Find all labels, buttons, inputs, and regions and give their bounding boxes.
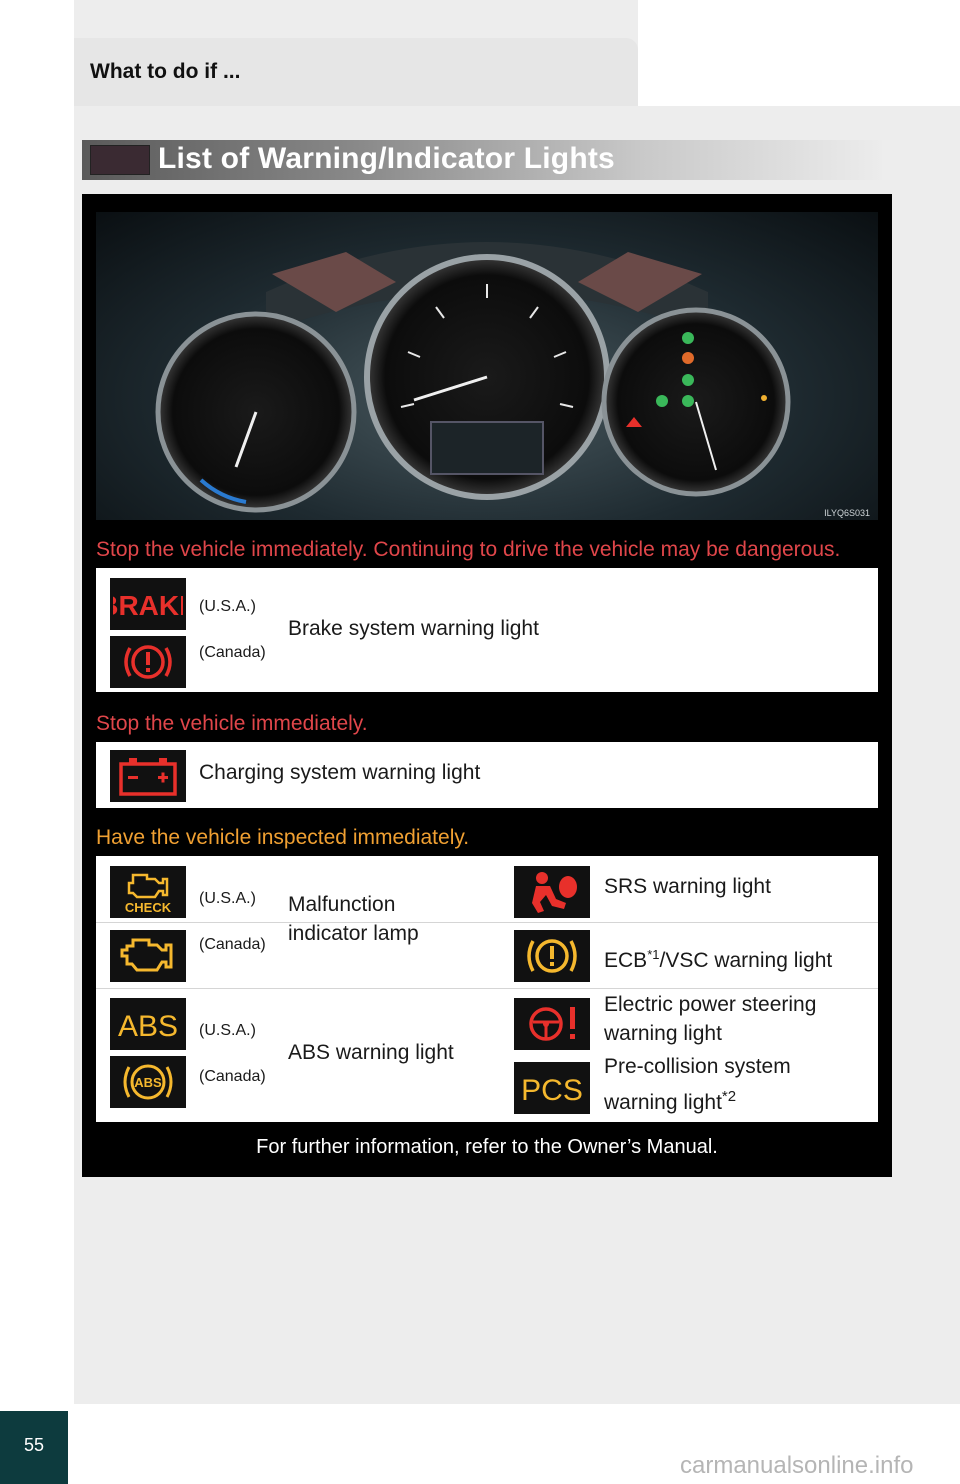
- ecb-footnote-mark: *1: [647, 947, 660, 962]
- abs-text-graphic: ABS: [118, 1010, 178, 1043]
- brake-warning-desc: Brake system warning light: [288, 617, 539, 640]
- check-engine-graphic: CHECK: [125, 873, 172, 915]
- abs-circle-label: ABS: [134, 1075, 162, 1090]
- srs-airbag-icon: [514, 866, 590, 918]
- pcs-desc-line1: Pre-collision system: [604, 1055, 791, 1078]
- footer-note: For further information, refer to the Ow…: [256, 1136, 718, 1158]
- engine-graphic: [120, 938, 173, 972]
- abs-region-canada: (Canada): [199, 1068, 266, 1085]
- region-canada: (Canada): [199, 644, 266, 661]
- eps-desc-line1: Electric power steering: [604, 993, 817, 1016]
- watermark: carmanualsonline.info: [680, 1452, 914, 1479]
- row-divider: [96, 922, 878, 923]
- abs-desc: ABS warning light: [288, 1041, 454, 1064]
- inspect-warning-rows: CHECK (U.S.A.) (Canada) Malfunction indi…: [96, 856, 878, 1122]
- section-heading-stop-dangerous: Stop the vehicle immediately. Continuing…: [96, 538, 841, 561]
- mil-desc-line1: Malfunction: [288, 893, 396, 916]
- header-tab: What to do if ...: [74, 38, 638, 106]
- pcs-footnote-mark: *2: [721, 1088, 737, 1105]
- charging-warning-row: Charging system warning light: [96, 742, 878, 808]
- abs-icon-label: ABS: [118, 1010, 178, 1043]
- check-engine-icon: CHECK: [110, 866, 186, 918]
- abs-circle-icon: ABS: [110, 1056, 186, 1108]
- check-icon-label: CHECK: [125, 900, 172, 915]
- pcs-desc-line2: warning light*2: [604, 1082, 736, 1117]
- abs-circle-graphic: ABS: [123, 1064, 173, 1100]
- mil-region-canada: (Canada): [199, 936, 266, 953]
- page-corner: [638, 0, 960, 106]
- row-divider: [96, 988, 878, 989]
- pcs-icon-label: PCS: [521, 1074, 583, 1107]
- section-heading-stop: Stop the vehicle immediately.: [96, 712, 368, 735]
- srs-desc: SRS warning light: [604, 875, 771, 898]
- srs-airbag-graphic: [532, 872, 577, 913]
- instrument-cluster-illustration: [155, 242, 791, 513]
- ecb-label: ECB: [604, 949, 648, 972]
- warning-lights-panel: ILYQ6S031 Stop the vehicle immediately. …: [82, 194, 892, 1177]
- eps-desc-line2: warning light: [604, 1022, 722, 1045]
- brake-circle-exclamation-icon: [110, 636, 186, 688]
- page-number-box: 55: [0, 1411, 68, 1484]
- page-title: List of Warning/Indicator Lights: [158, 142, 615, 175]
- abs-text-icon: ABS: [110, 998, 186, 1050]
- brake-text-icon: BRAKE: [110, 578, 186, 630]
- section-title: What to do if ...: [90, 60, 241, 83]
- instrument-cluster-photo: ILYQ6S031: [96, 212, 878, 520]
- brake-icon-label: BRAKE: [113, 590, 183, 621]
- battery-icon: [110, 750, 186, 802]
- title-swatch: [90, 145, 150, 175]
- pcs-icon: PCS: [514, 1062, 590, 1114]
- ecb-vsc-graphic: [527, 939, 577, 973]
- region-usa: (U.S.A.): [199, 598, 256, 615]
- battery-graphic: [119, 758, 177, 796]
- brake-circle-graphic: [124, 645, 172, 679]
- power-steering-icon: [514, 998, 590, 1050]
- ecb-vsc-icon: [514, 930, 590, 982]
- abs-region-usa: (U.S.A.): [199, 1022, 256, 1039]
- mil-desc-line2: indicator lamp: [288, 922, 419, 945]
- page-margin: [0, 0, 74, 38]
- power-steering-graphic: [529, 1007, 575, 1041]
- pcs-graphic: PCS: [521, 1074, 583, 1107]
- page-number: 55: [23, 1435, 45, 1455]
- mil-region-usa: (U.S.A.): [199, 890, 256, 907]
- pcs-desc-text: warning light: [604, 1091, 722, 1114]
- engine-icon: [110, 930, 186, 982]
- vsc-label: /VSC warning light: [659, 949, 833, 972]
- brake-warning-row: BRAKE (U.S.A.) (Canada) Brake system war…: [96, 568, 878, 692]
- title-bar: List of Warning/Indicator Lights: [82, 140, 882, 180]
- photo-id: ILYQ6S031: [824, 508, 870, 518]
- brake-text-graphic: BRAKE: [113, 590, 183, 621]
- charging-warning-desc: Charging system warning light: [199, 761, 481, 784]
- section-heading-inspect: Have the vehicle inspected immediately.: [96, 826, 470, 849]
- ecb-vsc-desc: ECB*1/VSC warning light: [604, 940, 832, 975]
